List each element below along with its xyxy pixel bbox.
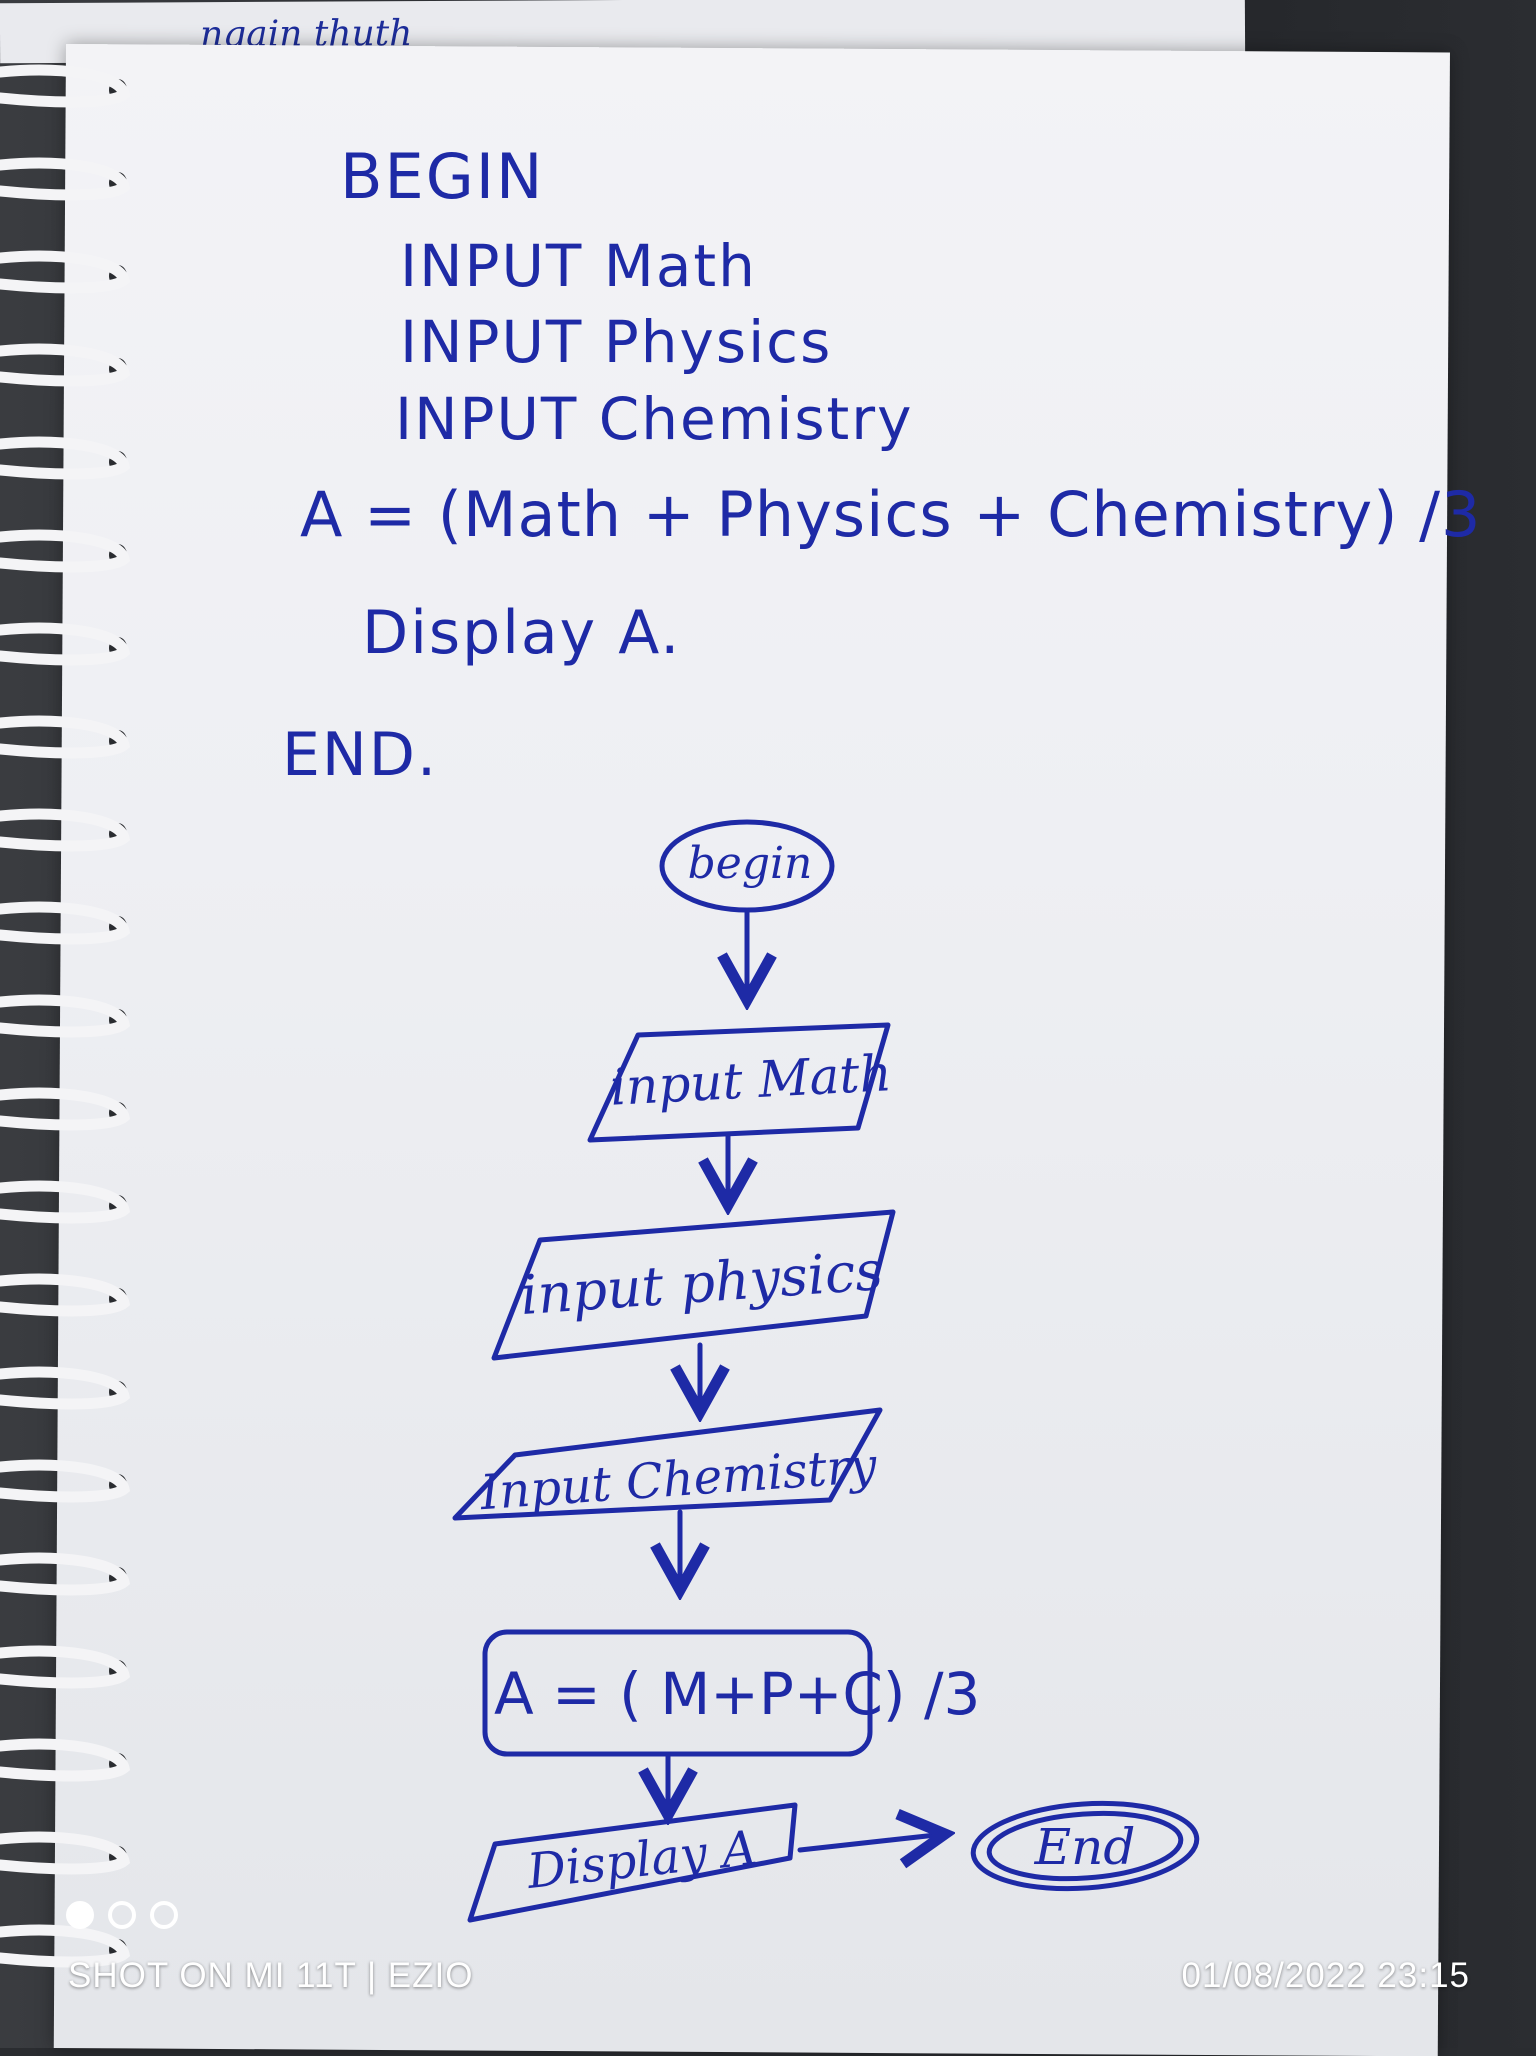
spiral-ring — [0, 1552, 130, 1596]
process-box — [482, 1629, 873, 1757]
page-dot — [108, 1901, 136, 1929]
display-shape — [467, 1802, 798, 1923]
spiral-ring — [0, 994, 130, 1038]
spiral-ring — [0, 1273, 130, 1317]
spiral-ring — [0, 808, 130, 852]
spiral-ring — [0, 436, 130, 480]
pseudo-input-math: INPUT Math — [400, 232, 757, 300]
spiral-ring — [0, 343, 130, 387]
spiral-ring — [0, 1180, 130, 1224]
input-math-shape — [587, 1022, 891, 1143]
page-dot — [150, 1901, 178, 1929]
spiral-ring — [0, 715, 130, 759]
spiral-ring — [0, 622, 130, 666]
pseudo-end: END. — [282, 720, 439, 790]
process-label: A = ( M+P+C) /3 — [494, 1660, 981, 1728]
spiral-ring — [0, 1738, 130, 1782]
spiral-ring — [0, 1645, 130, 1689]
spiral-ring — [0, 1087, 130, 1131]
page-dot-active — [66, 1901, 94, 1929]
spiral-ring — [0, 157, 130, 201]
spiral-ring — [0, 250, 130, 294]
end-label: End — [1034, 1818, 1136, 1876]
end-terminal-outer — [970, 1800, 1200, 1892]
spiral-ring — [0, 901, 130, 945]
camera-datetime-watermark: 01/08/2022 23:15 — [1181, 1956, 1470, 1995]
spiral-binding — [0, 64, 130, 1968]
end-terminal-inner — [986, 1810, 1184, 1882]
arrow-display-to-end — [797, 1834, 945, 1850]
spiral-ring — [0, 529, 130, 573]
spiral-ring — [0, 1924, 130, 1968]
input-chemistry-shape — [452, 1407, 883, 1521]
pseudo-input-chemistry: INPUT Chemistry — [395, 385, 914, 453]
pseudo-begin: BEGIN — [340, 140, 545, 213]
input-physics-shape — [491, 1209, 896, 1361]
pseudo-formula: A = (Math + Physics + Chemistry) /3 — [300, 478, 1482, 551]
spiral-ring — [0, 64, 130, 108]
spiral-ring — [0, 1459, 130, 1503]
spiral-ring — [0, 1366, 130, 1410]
gallery-page-dots — [66, 1898, 178, 1932]
spiral-ring — [0, 1831, 130, 1875]
pseudo-display: Display A. — [362, 598, 682, 668]
pseudo-input-physics: INPUT Physics — [400, 308, 833, 376]
camera-brand-watermark: SHOT ON MI 11T | EZIO — [68, 1956, 474, 1995]
begin-label: begin — [687, 838, 813, 889]
